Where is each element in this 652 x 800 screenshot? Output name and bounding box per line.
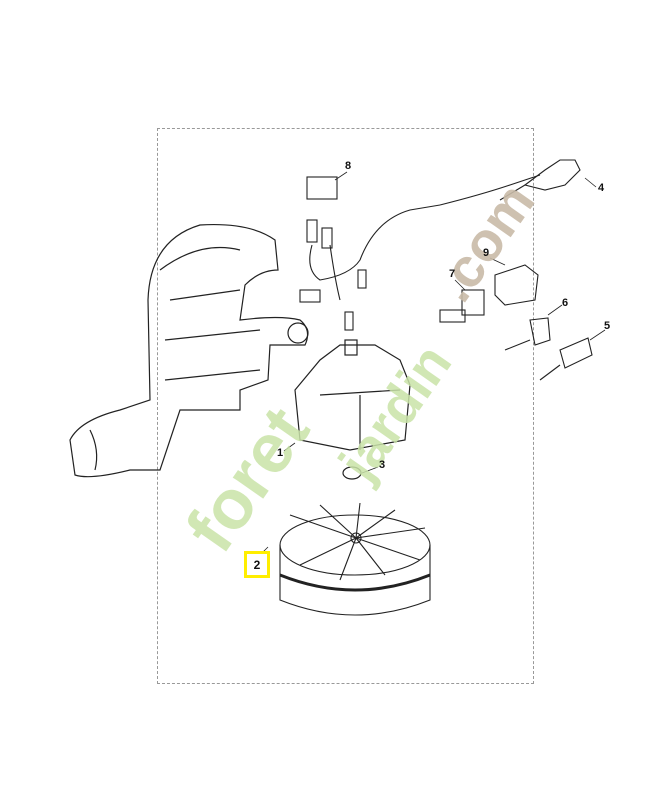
plug-5-drawing: [539, 337, 593, 381]
fan-impeller-drawing: [279, 502, 431, 616]
callout-9: 9: [483, 247, 490, 259]
nut-drawing: [342, 466, 362, 480]
blower-housing: [69, 223, 309, 478]
leader-lines: [261, 171, 606, 554]
plug-4-drawing: [499, 159, 581, 201]
callout-7: 7: [449, 268, 456, 280]
callout-5: 5: [604, 320, 611, 332]
motor-drawing: [294, 339, 411, 451]
callout-1: 1: [277, 447, 284, 459]
diagram-frame: [157, 128, 534, 684]
callout-4: 4: [598, 182, 605, 194]
wire-harness: [299, 174, 541, 331]
callout-6: 6: [562, 297, 569, 309]
callout-2: 2: [253, 557, 261, 572]
callout-3: 3: [379, 459, 386, 471]
plug-6-drawing: [504, 317, 551, 351]
callout-8: 8: [345, 160, 352, 172]
switch-7-drawing: [439, 289, 485, 323]
callout-2-highlighted[interactable]: 2: [244, 551, 270, 578]
connector-9-drawing: [494, 264, 539, 306]
